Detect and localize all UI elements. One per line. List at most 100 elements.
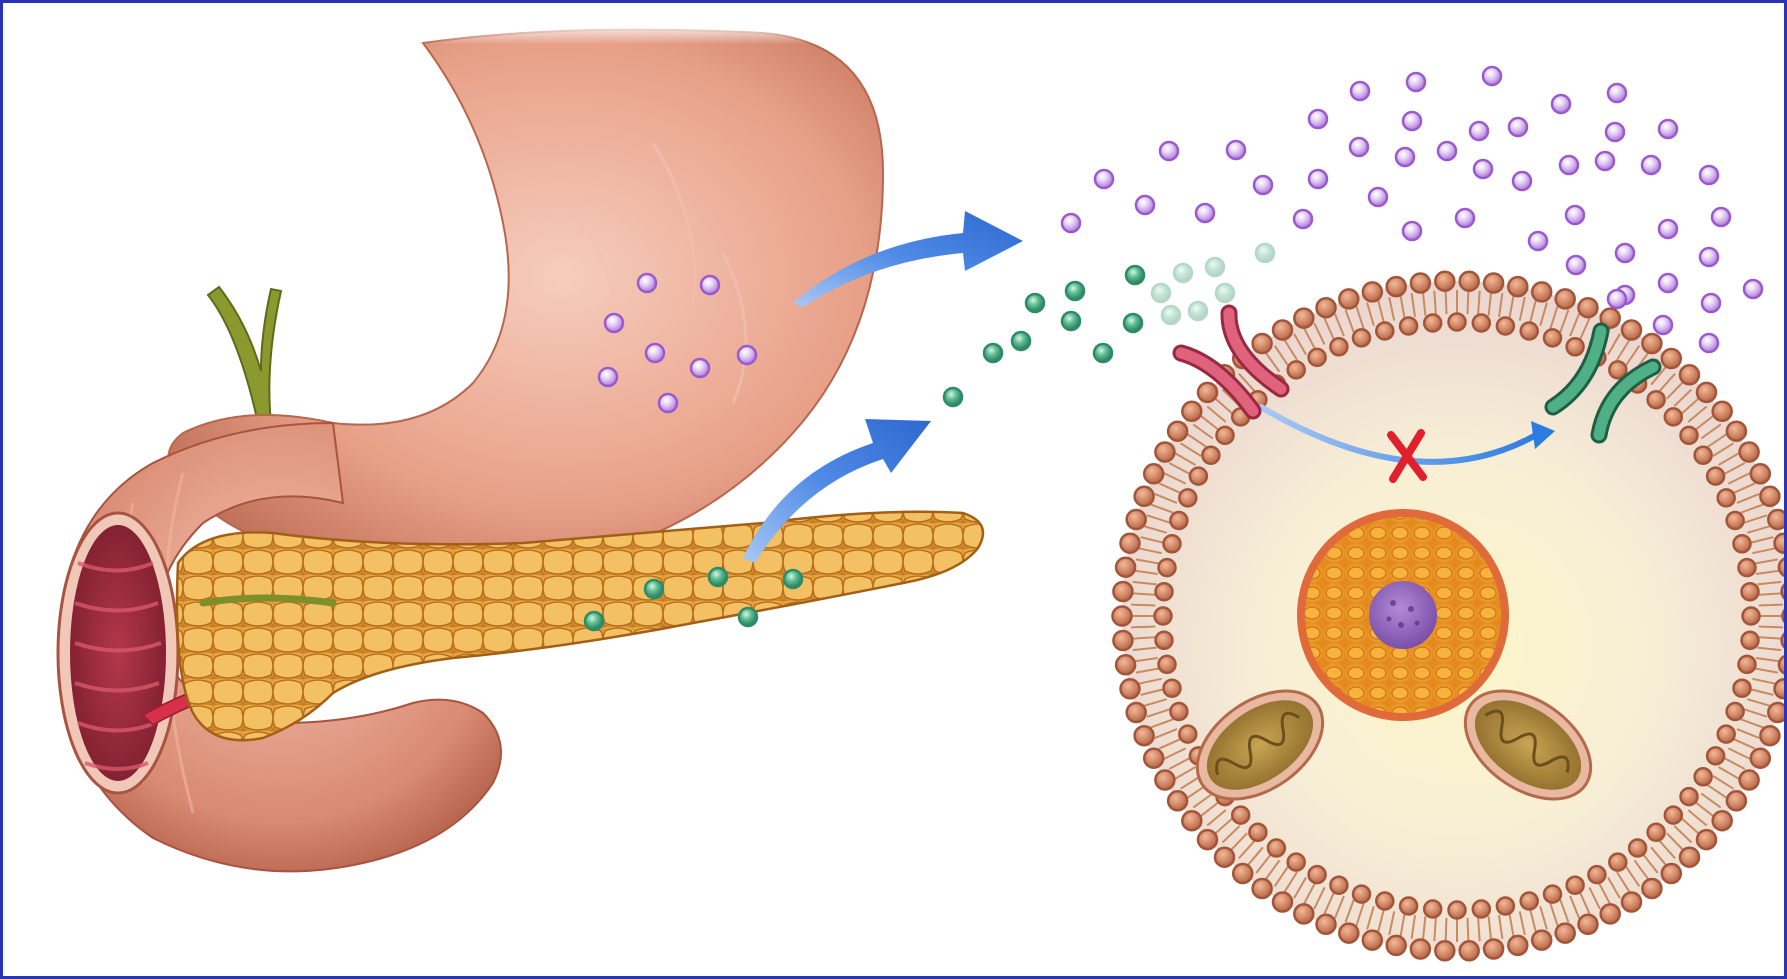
membrane-bead	[1400, 318, 1417, 335]
membrane-bead	[1695, 447, 1712, 464]
membrane-bead	[1740, 771, 1759, 790]
membrane-bead	[1697, 383, 1716, 402]
green-circle-icon	[585, 612, 603, 630]
purple-circle-icon	[1350, 138, 1368, 156]
purple-circle-icon	[1529, 232, 1547, 250]
membrane-bead	[1775, 679, 1785, 698]
purple-circle-icon	[1608, 84, 1626, 102]
membrane-bead	[1734, 535, 1751, 552]
purple-circle-icon	[738, 346, 756, 364]
nucleus	[1297, 509, 1509, 721]
membrane-bead	[1232, 807, 1249, 824]
green-circle-icon	[709, 568, 727, 586]
purple-circle-icon	[691, 359, 709, 377]
membrane-bead	[1268, 840, 1285, 857]
lipid-tail	[1446, 290, 1447, 314]
membrane-bead	[1309, 866, 1326, 883]
membrane-bead	[1521, 323, 1538, 340]
purple-circle-icon	[1309, 170, 1327, 188]
membrane-bead	[1768, 703, 1784, 722]
green-circle-icon	[1162, 306, 1180, 324]
membrane-bead	[1233, 864, 1252, 883]
purple-circle-icon	[1351, 82, 1369, 100]
membrane-bead	[1121, 534, 1140, 553]
purple-circle-icon	[1659, 274, 1677, 292]
membrane-bead	[1155, 771, 1174, 790]
membrane-bead	[1435, 941, 1454, 960]
membrane-bead	[1642, 879, 1661, 898]
membrane-bead	[1508, 936, 1527, 955]
green-circle-icon	[1066, 282, 1084, 300]
membrane-bead	[1629, 840, 1646, 857]
membrane-bead	[1713, 402, 1732, 421]
membrane-bead	[1376, 893, 1393, 910]
green-circle-icon	[944, 388, 962, 406]
membrane-bead	[1116, 558, 1135, 577]
green-circle-icon	[1189, 302, 1207, 320]
membrane-bead	[1253, 334, 1272, 353]
membrane-bead	[1743, 608, 1760, 625]
membrane-bead	[1460, 941, 1479, 960]
purple-circle-icon	[1136, 196, 1154, 214]
membrane-bead	[1317, 298, 1336, 317]
membrane-bead	[1182, 811, 1201, 830]
membrane-bead	[1387, 277, 1406, 296]
green-circle-icon	[1152, 284, 1170, 302]
membrane-bead	[1532, 931, 1551, 950]
purple-circle-icon	[1702, 294, 1720, 312]
membrane-bead	[1544, 886, 1561, 903]
membrane-bead	[1179, 726, 1196, 743]
membrane-bead	[1740, 443, 1759, 462]
membrane-bead	[1164, 535, 1181, 552]
membrane-bead	[1484, 940, 1503, 959]
membrane-bead	[1648, 391, 1665, 408]
membrane-bead	[1249, 824, 1266, 841]
green-circle-icon	[1126, 266, 1144, 284]
membrane-bead	[1182, 402, 1201, 421]
purple-circle-icon	[1567, 256, 1585, 274]
membrane-bead	[1718, 489, 1735, 506]
purple-circle-icon	[1654, 316, 1672, 334]
membrane-bead	[1567, 877, 1584, 894]
membrane-bead	[1253, 879, 1272, 898]
membrane-bead	[1727, 791, 1746, 810]
membrane-bead	[1363, 282, 1382, 301]
purple-circle-icon	[1483, 67, 1501, 85]
membrane-bead	[1739, 559, 1756, 576]
purple-circle-icon	[605, 314, 623, 332]
membrane-bead	[1601, 904, 1620, 923]
membrane-bead	[1739, 656, 1756, 673]
membrane-bead	[1294, 904, 1313, 923]
body-cell	[1113, 272, 1785, 961]
membrane-bead	[1353, 329, 1370, 346]
purple-circle-icon	[1403, 112, 1421, 130]
purple-circle-icon	[659, 394, 677, 412]
purple-circle-icon	[1606, 123, 1624, 141]
membrane-bead	[1460, 272, 1479, 291]
membrane-bead	[1680, 365, 1699, 384]
membrane-bead	[1159, 559, 1176, 576]
purple-circle-icon	[1712, 208, 1730, 226]
membrane-bead	[1609, 854, 1626, 871]
purple-circle-icon	[1438, 142, 1456, 160]
membrane-bead	[1159, 656, 1176, 673]
membrane-bead	[1521, 893, 1538, 910]
purple-circle-icon	[1369, 188, 1387, 206]
green-circle-icon	[645, 580, 663, 598]
lipid-tail	[1131, 627, 1155, 628]
purple-circle-icon	[1566, 206, 1584, 224]
lipid-tail	[1759, 627, 1783, 628]
membrane-bead	[1734, 680, 1751, 697]
purple-circle-icon	[1470, 122, 1488, 140]
membrane-bead	[1127, 703, 1146, 722]
membrane-bead	[1424, 315, 1441, 332]
membrane-bead	[1164, 680, 1181, 697]
membrane-bead	[1127, 510, 1146, 529]
purple-circle-icon	[1309, 110, 1327, 128]
membrane-bead	[1135, 487, 1154, 506]
membrane-bead	[1190, 468, 1207, 485]
membrane-bead	[1662, 349, 1681, 368]
membrane-bead	[1532, 282, 1551, 301]
membrane-bead	[1121, 679, 1140, 698]
purple-circle-icon	[1513, 172, 1531, 190]
